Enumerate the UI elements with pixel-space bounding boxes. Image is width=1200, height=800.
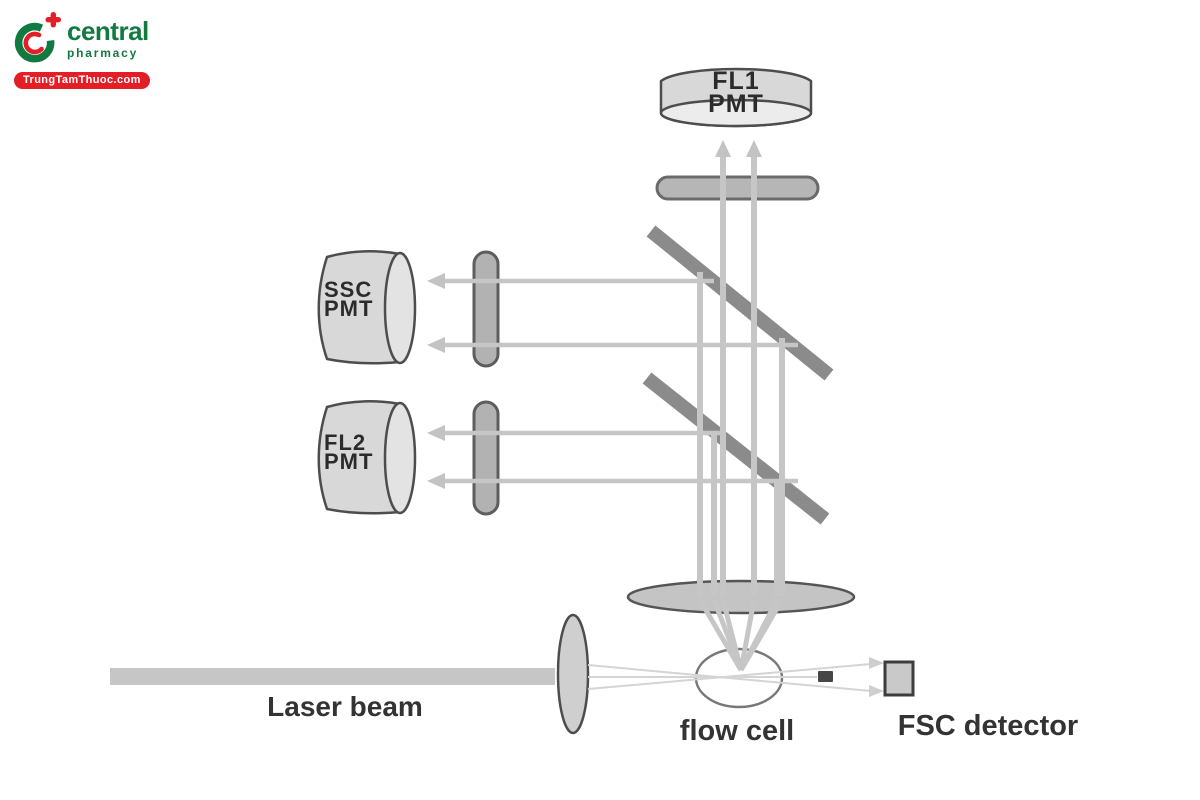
light-beam-converging <box>720 599 744 671</box>
fl1-pmt-aperture <box>659 98 813 128</box>
fl2-pmt-label: FL2 <box>324 430 366 455</box>
fl2-pmt-label: PMT <box>324 449 373 474</box>
fl2-pmt: FL2 PMT <box>317 400 417 515</box>
fl1-pmt-label: PMT <box>708 90 764 118</box>
ssc-filter <box>472 250 500 368</box>
logo-tagline-text: pharmacy <box>67 46 139 60</box>
logo-brand-text: central <box>67 16 149 46</box>
beam-arrowheads <box>427 140 762 489</box>
fl1-pmt: FL1 PMT <box>659 67 813 128</box>
dichroic-mirror-2 <box>642 372 830 525</box>
up-arrowhead-icon <box>746 140 762 157</box>
central-pharmacy-logo: central pharmacy TrungTamThuoc.com <box>14 10 150 89</box>
ssc-pmt-label: PMT <box>324 296 373 321</box>
laser-beam-label: Laser beam <box>267 691 423 722</box>
beam-stop <box>818 671 833 682</box>
central-pharmacy-logo-icon <box>14 12 61 63</box>
light-beam-converging <box>738 599 757 671</box>
left-arrowhead-icon <box>427 473 445 489</box>
dichroic-mirror-1 <box>646 225 834 381</box>
fsc-arrowhead-icon <box>869 685 884 697</box>
up-arrowhead-icon <box>715 140 731 157</box>
collection-lens <box>626 579 856 615</box>
ssc-pmt-label: SSC <box>324 277 372 302</box>
flow-cell-label: flow cell <box>680 715 794 747</box>
light-beam-converging <box>738 598 785 672</box>
logo-badge: TrungTamThuoc.com <box>14 72 150 89</box>
left-arrowhead-icon <box>427 425 445 441</box>
ssc-pmt-body <box>317 250 402 365</box>
fl1-pmt-label: FL1 <box>712 67 759 95</box>
logo-green-c <box>14 22 55 63</box>
ssc-pmt: SSC PMT <box>317 250 417 365</box>
ssc-pmt-aperture <box>383 251 417 365</box>
left-arrowhead-icon <box>427 273 445 289</box>
left-arrowhead-icon <box>427 337 445 353</box>
fl2-pmt-aperture <box>383 401 417 515</box>
fl2-filter <box>472 400 500 516</box>
fl1-filter <box>655 175 820 201</box>
logo-plus-icon <box>50 12 56 28</box>
fl2-pmt-body <box>317 400 402 515</box>
scattered-light-beams <box>444 155 798 672</box>
fsc-arrowhead-icon <box>869 657 884 669</box>
focusing-lens <box>556 613 590 735</box>
logo-red-arc <box>23 31 44 55</box>
laser-beam <box>110 668 555 685</box>
fsc-detector <box>883 660 915 697</box>
fsc-detector-label: FSC detector <box>898 710 1078 742</box>
